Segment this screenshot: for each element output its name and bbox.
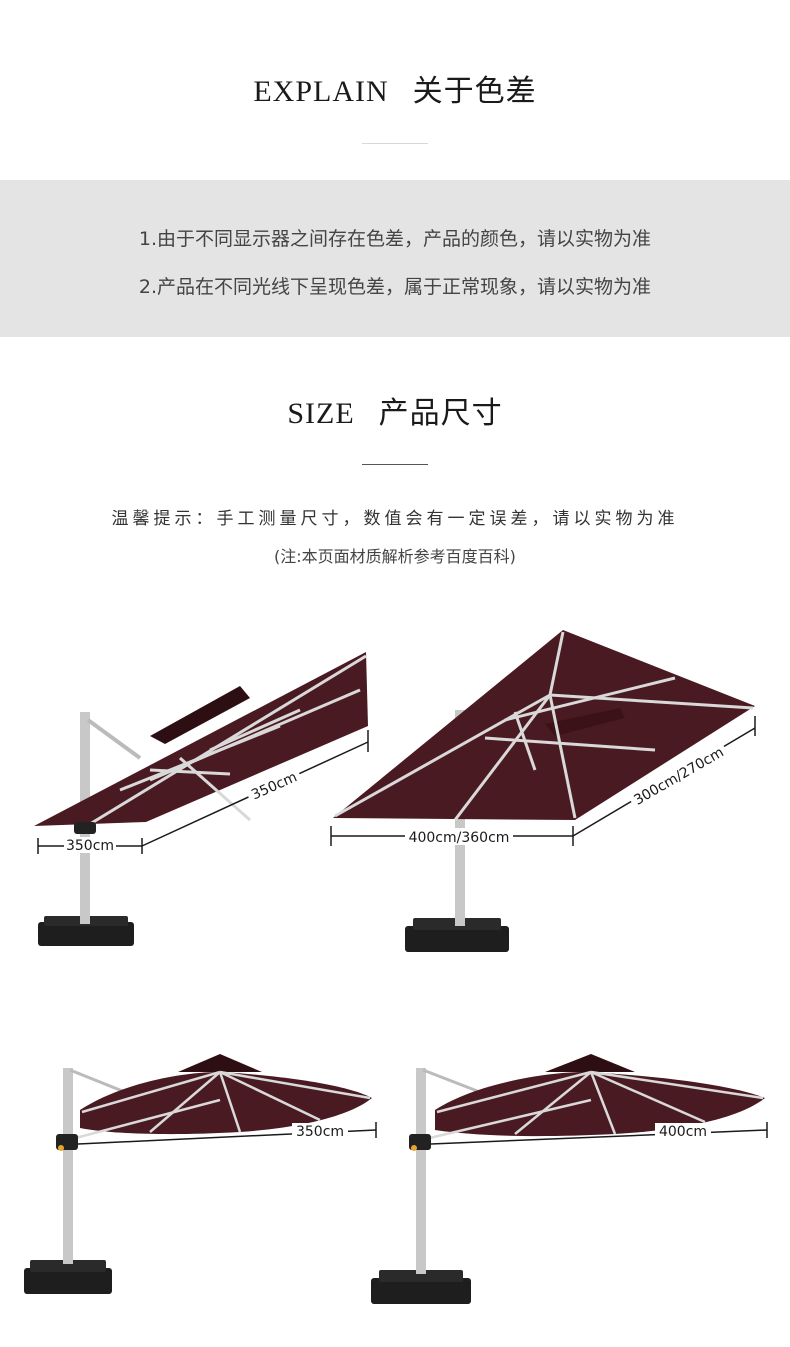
umbrella-square-front-image: 400cm/360cm 300cm/270cm [330, 630, 756, 952]
umbrella-base [38, 922, 134, 946]
explain-heading: EXPLAIN 关于色差 [0, 66, 790, 110]
size-title-cn: 产品尺寸 [378, 396, 503, 431]
explain-band: 1.由于不同显示器之间存在色差，产品的颜色，请以实物为准 2.产品在不同光线下呈… [0, 180, 790, 337]
width-label: 350cm [296, 1124, 344, 1140]
umbrella-square-side-image: 350cm 350cm [34, 652, 369, 946]
umbrella-base [405, 926, 509, 952]
explain-line-2: 2.产品在不同光线下呈现色差，属于正常现象，请以实物为准 [138, 276, 652, 298]
width-label: 350cm [66, 838, 114, 854]
tip-text: 手工测量尺寸，数值会有一定误差，请以实物为准 [216, 509, 679, 529]
size-note: (注:本页面材质解析参考百度百科) [274, 547, 516, 566]
umbrella-canopy [333, 630, 755, 820]
width-label: 400cm/360cm [409, 830, 510, 846]
explain-title-cn: 关于色差 [412, 74, 537, 109]
explain-title-en: EXPLAIN [253, 75, 389, 108]
umbrella-round-400-image: 400cm [371, 1054, 768, 1304]
explain-divider [362, 143, 428, 144]
umbrella-pole [63, 1068, 73, 1264]
size-title-en: SIZE [287, 397, 355, 430]
umbrella-base [371, 1278, 471, 1304]
size-tip: 温馨提示：手工测量尺寸，数值会有一定误差，请以实物为准 [0, 504, 790, 529]
width-label: 400cm [659, 1124, 707, 1140]
tip-label: 温馨提示： [111, 509, 217, 529]
explain-line-1: 1.由于不同显示器之间存在色差，产品的颜色，请以实物为准 [138, 228, 652, 250]
umbrella-canopy [34, 652, 368, 826]
umbrella-base [24, 1268, 112, 1294]
size-heading: SIZE 产品尺寸 [0, 388, 790, 432]
depth-label: 350cm [249, 769, 299, 803]
umbrella-pole [416, 1068, 426, 1274]
umbrella-round-350-image: 350cm [24, 1054, 377, 1294]
umbrella-canopy [435, 1072, 765, 1137]
size-divider [362, 464, 428, 465]
